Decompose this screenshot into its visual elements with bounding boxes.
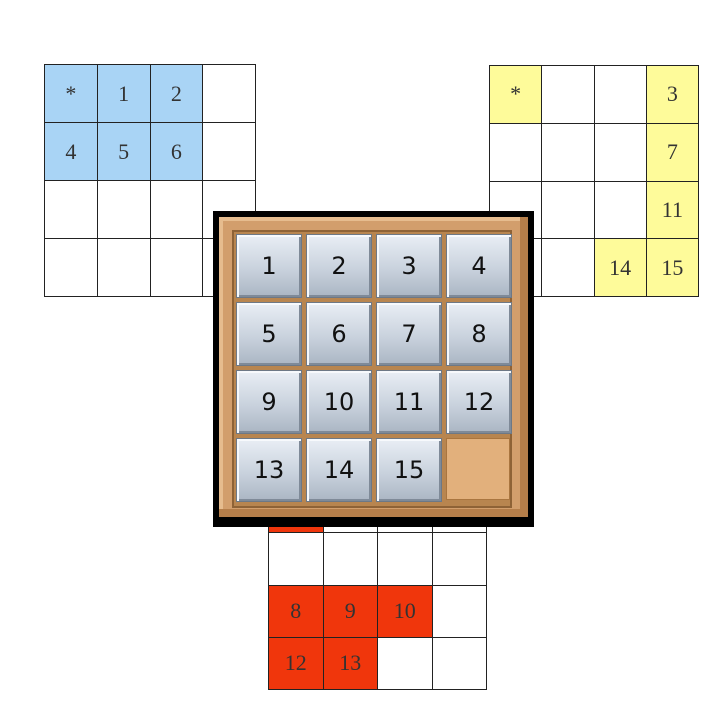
puzzle-tile[interactable]: 13 <box>236 438 302 502</box>
grid-cell <box>97 181 150 238</box>
grid-cell <box>542 123 594 181</box>
grid-cell <box>45 181 97 238</box>
grid-cell <box>432 637 486 689</box>
grid-cell: 14 <box>594 239 646 296</box>
grid-cell: 15 <box>646 239 698 296</box>
grid-cell <box>594 66 646 123</box>
grid-cell <box>594 123 646 181</box>
grid-cell: 9 <box>323 585 377 637</box>
grid-cell <box>203 65 255 122</box>
grid-cell <box>378 533 432 585</box>
grid-cell <box>432 533 486 585</box>
puzzle-tile[interactable]: 7 <box>376 302 442 366</box>
grid-cell: 11 <box>646 181 698 239</box>
grid-cell <box>45 239 97 296</box>
grid-cell: * <box>490 66 542 123</box>
grid-cell <box>490 123 542 181</box>
grid-cell: 4 <box>45 123 97 180</box>
puzzle-tile[interactable]: 11 <box>376 370 442 434</box>
grid-cell <box>432 585 486 637</box>
puzzle-tile[interactable]: 14 <box>306 438 372 502</box>
grid-cell: 8 <box>269 585 323 637</box>
grid-cell: 13 <box>323 637 377 689</box>
grid-cell <box>150 181 203 238</box>
puzzle-tile[interactable]: 4 <box>446 234 512 298</box>
grid-cell <box>542 239 594 296</box>
puzzle-tile[interactable]: 2 <box>306 234 372 298</box>
grid-cell: 2 <box>150 65 203 122</box>
grid-cell: 5 <box>97 123 150 180</box>
puzzle-tile[interactable]: 6 <box>306 302 372 366</box>
puzzle-tile[interactable]: 9 <box>236 370 302 434</box>
grid-cell: 6 <box>150 123 203 180</box>
grid-cell <box>378 637 432 689</box>
grid-cell: 7 <box>646 123 698 181</box>
grid-cell: 12 <box>269 637 323 689</box>
puzzle-tile[interactable]: 8 <box>446 302 512 366</box>
puzzle-tile[interactable]: 1 <box>236 234 302 298</box>
grid-cell <box>594 181 646 239</box>
puzzle-tile[interactable]: 12 <box>446 370 512 434</box>
grid-cell: 3 <box>646 66 698 123</box>
grid-cell <box>150 239 203 296</box>
grid-cell <box>97 239 150 296</box>
puzzle-tile[interactable]: 3 <box>376 234 442 298</box>
grid-cell: 1 <box>97 65 150 122</box>
grid-cell <box>269 533 323 585</box>
grid-cell <box>203 123 255 180</box>
grid-cell: 10 <box>378 585 432 637</box>
puzzle-tile[interactable]: 5 <box>236 302 302 366</box>
grid-cell <box>323 533 377 585</box>
grid-cell: * <box>45 65 97 122</box>
puzzle-tile[interactable]: 15 <box>376 438 442 502</box>
grid-cell <box>542 66 594 123</box>
puzzle-tile[interactable]: 10 <box>306 370 372 434</box>
empty-slot <box>446 438 510 500</box>
grid-cell <box>542 181 594 239</box>
